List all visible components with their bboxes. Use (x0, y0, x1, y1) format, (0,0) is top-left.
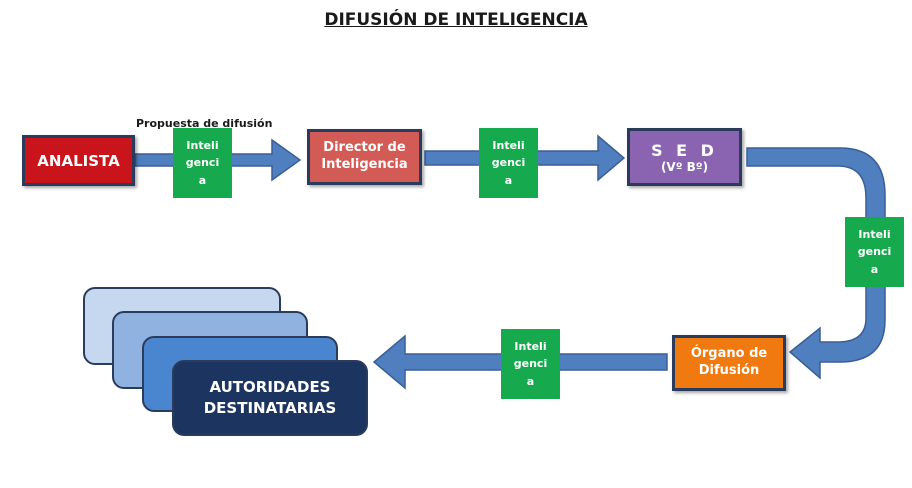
node-autoridades-line1: AUTORIDADES (209, 378, 331, 396)
node-sed: S E D (Vº Bº) (627, 128, 742, 186)
payload-tag-line: genci (857, 245, 892, 259)
payload-tag: Inteli genci a (479, 128, 538, 198)
node-director: Director de Inteligencia (307, 129, 422, 185)
payload-tag-line: genci (185, 156, 220, 170)
payload-tag: Inteli genci a (501, 329, 560, 399)
node-autoridades: AUTORIDADES DESTINATARIAS (172, 360, 368, 436)
payload-tag-line: a (870, 262, 879, 276)
node-sed-sublabel: (Vº Bº) (660, 159, 709, 174)
node-organo-line1: Órgano de (690, 346, 768, 362)
payload-tag-line: a (198, 173, 207, 187)
payload-tag-line: genci (513, 357, 548, 371)
arrow-sed-to-organo (746, 147, 886, 380)
node-director-line2: Inteligencia (321, 157, 408, 172)
node-organo: Órgano de Difusión (672, 335, 786, 391)
payload-tag-line: Inteli (514, 340, 547, 354)
payload-tag-line: a (526, 374, 535, 388)
node-analista-label: ANALISTA (37, 151, 120, 170)
payload-tag-line: Inteli (492, 139, 525, 153)
node-analista: ANALISTA (22, 135, 135, 186)
diagram-title: DIFUSIÓN DE INTELIGENCIA (324, 10, 588, 30)
payload-tag: Inteli genci a (173, 128, 232, 198)
payload-tag-line: a (504, 173, 513, 187)
edge-label-propuesta: Propuesta de difusión (136, 117, 273, 130)
payload-tag-line: Inteli (858, 228, 891, 242)
node-director-line1: Director de (323, 140, 406, 156)
payload-tag: Inteli genci a (845, 217, 904, 287)
node-organo-line2: Difusión (698, 363, 760, 378)
node-autoridades-line2: DESTINATARIAS (203, 399, 337, 417)
payload-tag-line: genci (491, 156, 526, 170)
payload-tag-line: Inteli (186, 139, 219, 153)
node-sed-label: S E D (651, 140, 718, 160)
